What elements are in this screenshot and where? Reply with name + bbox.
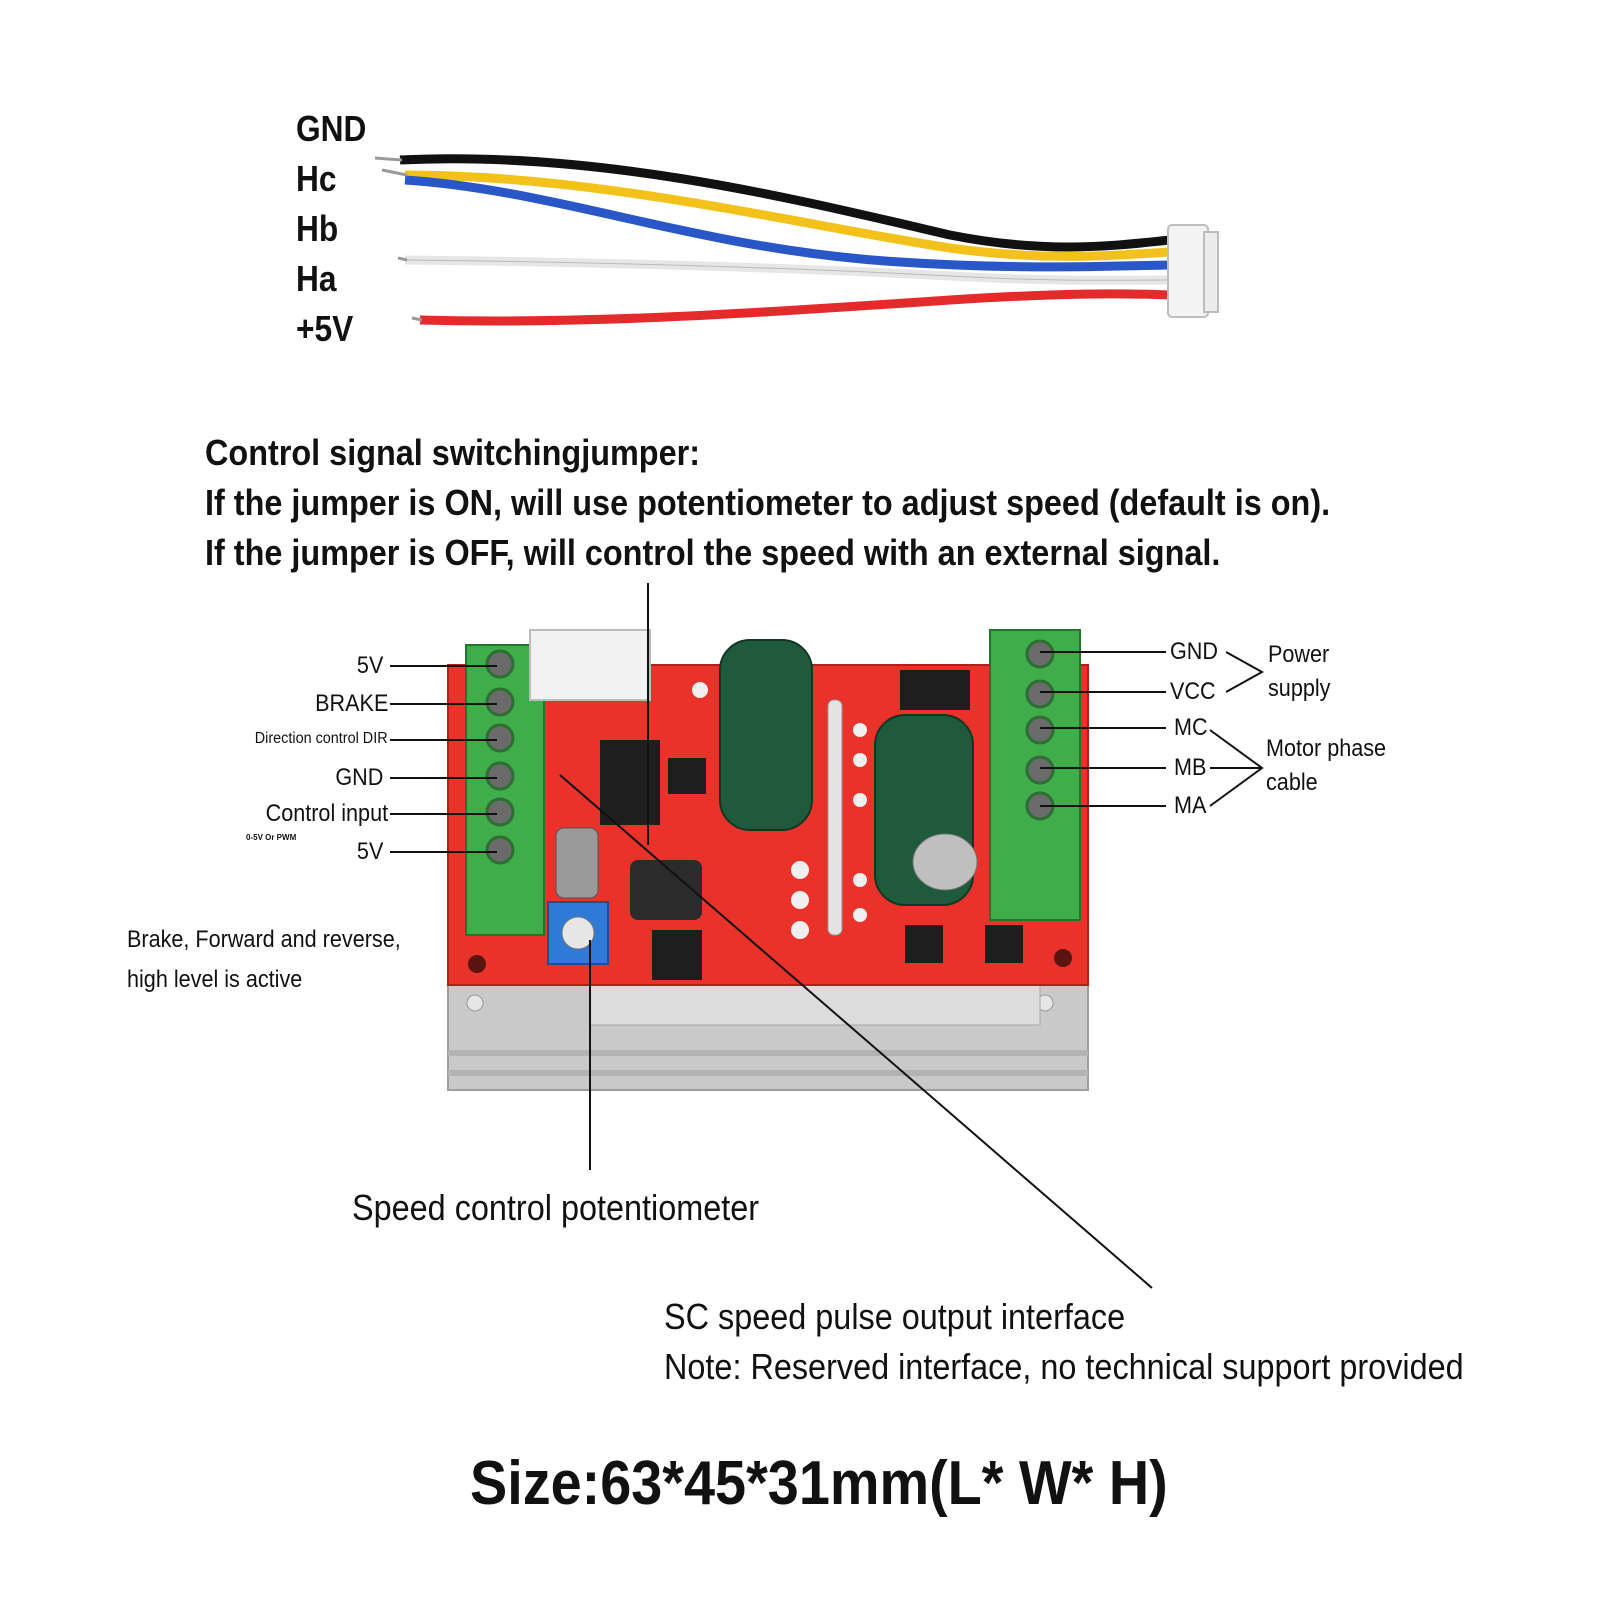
jumper-line-2: If the jumper is ON, will use potentiome…	[205, 482, 1331, 523]
motor-phase-group: Motor phase cable	[1266, 732, 1386, 800]
heatsink-clamp	[589, 984, 1041, 1026]
motor-phase-line-1: Motor phase	[1266, 735, 1387, 762]
brake-note-line-2: high level is active	[127, 966, 303, 993]
motor-phase-line-2: cable	[1266, 769, 1318, 796]
ic-small	[668, 758, 706, 794]
wire-tip	[381, 168, 408, 177]
pin-label-mb: MB	[1174, 754, 1207, 781]
wire-label-hb: Hb	[296, 208, 339, 249]
wire-label-5v: +5V	[296, 308, 354, 349]
hall-connector	[529, 629, 651, 701]
brake-note: Brake, Forward and reverse, high level i…	[127, 920, 401, 1000]
power-supply-line-1: Power	[1268, 641, 1330, 668]
heatsink-fin	[448, 1070, 1088, 1076]
pin-label-mc: MC	[1174, 714, 1208, 741]
left-terminal-screws	[485, 649, 515, 865]
sc-interface-line-1: SC speed pulse output interface	[664, 1296, 1126, 1337]
pin-label-gnd: GND	[334, 764, 383, 791]
wire-label-hc: Hc	[296, 158, 337, 199]
speed-pot-label: Speed control potentiometer	[352, 1187, 760, 1228]
pin-label-control-input-sub: 0-5V Or PWM	[246, 833, 297, 842]
mosfet	[905, 925, 943, 963]
pin-label-5v-top: 5V	[356, 652, 383, 679]
mount-hole	[468, 955, 486, 973]
ic-bottom	[652, 930, 702, 980]
jumper-line-3: If the jumper is OFF, will control the s…	[205, 532, 1221, 573]
connector-latch	[1203, 231, 1219, 313]
jumper-description: Control signal switchingjumper: If the j…	[205, 428, 1330, 578]
pin-label-5v-bottom: 5V	[356, 838, 383, 865]
inductor	[630, 860, 702, 920]
brake-note-line-1: Brake, Forward and reverse,	[127, 926, 401, 953]
pin-label-dir: Direction control DIR	[255, 730, 388, 747]
sc-interface-line-2: Note: Reserved interface, no technical s…	[664, 1346, 1464, 1387]
driver-ic	[600, 740, 660, 825]
pcb-slot	[827, 699, 843, 936]
left-leader-lines	[390, 665, 497, 853]
wire-hb	[404, 175, 1171, 272]
mosfet	[900, 670, 970, 710]
pin-label-gnd-right: GND	[1170, 638, 1219, 665]
wire-tip	[411, 316, 423, 322]
sc-leader	[559, 774, 1153, 1289]
pcb-pads	[692, 682, 867, 939]
jumper-line-1: Control signal switchingjumper:	[205, 432, 701, 473]
wire-ha-edge	[404, 259, 1171, 281]
wire-tip	[397, 256, 408, 262]
wire-hc	[404, 170, 1171, 261]
pin-label-ma: MA	[1174, 792, 1207, 819]
right-leader-lines	[1040, 651, 1265, 807]
wire-tip	[374, 156, 403, 162]
heatsink-fin	[448, 1050, 1088, 1056]
cable-connector	[1167, 224, 1209, 318]
wire-5v	[419, 289, 1171, 326]
wire-label-gnd: GND	[296, 108, 367, 149]
potentiometer-knob	[561, 916, 595, 950]
pin-label-control-input: Control input	[265, 800, 388, 827]
capacitor-left	[719, 639, 813, 831]
capacitor-right-top	[912, 833, 978, 891]
sc-interface-label: SC speed pulse output interface Note: Re…	[664, 1292, 1464, 1392]
motor-controller-board	[447, 629, 1089, 1091]
small-capacitor	[555, 827, 599, 899]
pin-label-brake: BRAKE	[314, 690, 388, 717]
heatsink-screw	[466, 994, 484, 1012]
wire-label-ha: Ha	[296, 258, 337, 299]
mosfet	[985, 925, 1023, 963]
hall-sensor-cable	[374, 154, 1219, 326]
pin-label-vcc: VCC	[1170, 678, 1216, 705]
power-supply-line-2: supply	[1268, 675, 1331, 702]
power-supply-group: Power supply	[1268, 638, 1330, 706]
wire-gnd	[399, 154, 1171, 252]
mount-hole	[1054, 949, 1072, 967]
size-text: Size:63*45*31mm(L* W* H)	[470, 1449, 1168, 1518]
